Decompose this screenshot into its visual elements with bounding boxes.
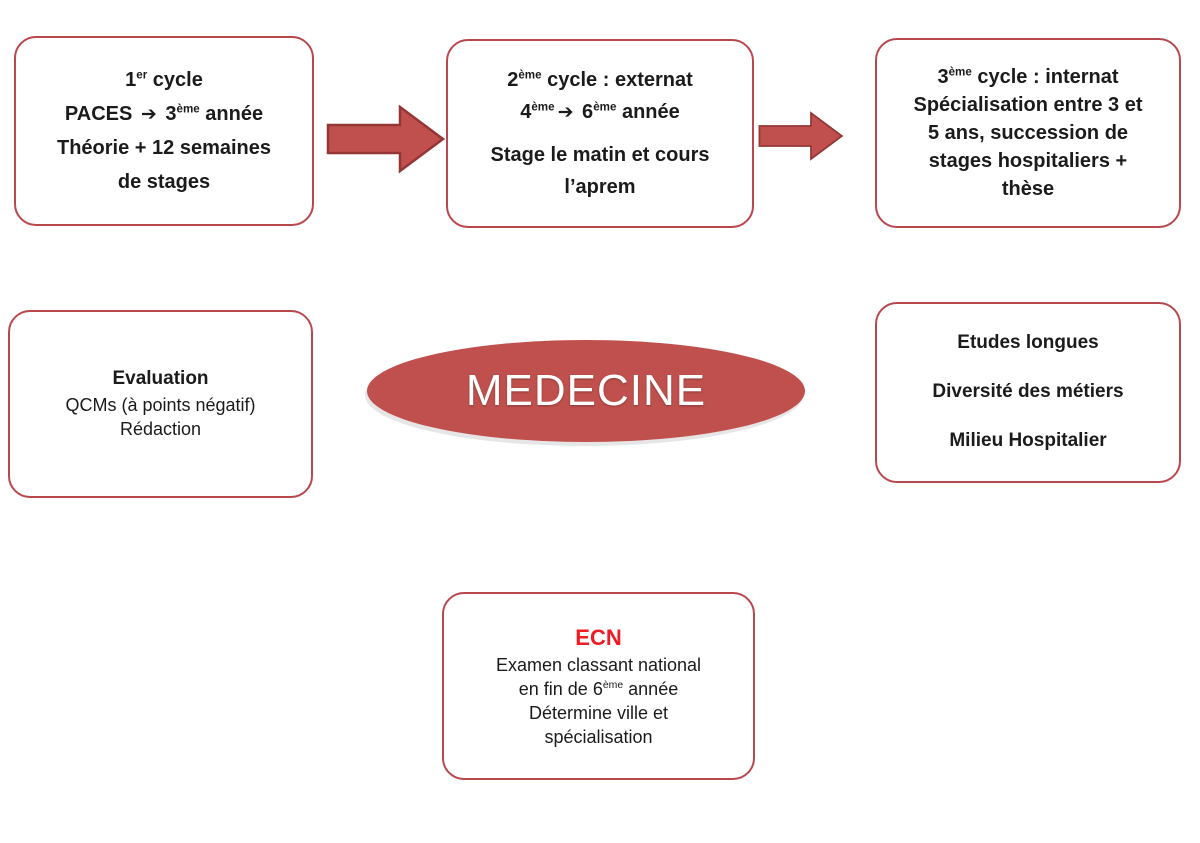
etudes-line-1: Etudes longues — [957, 332, 1099, 354]
cycle-1-line-3: Théorie + 12 semaines — [56, 137, 271, 159]
cycle-2-line-2: 4ème➔ 6ème année — [520, 100, 680, 123]
node-etudes[interactable]: Etudes longues Diversité des métiers Mil… — [875, 302, 1181, 483]
superscript-er: er — [136, 68, 148, 82]
superscript-eme: ème — [176, 102, 200, 116]
cycle-1-line-2: PACES ➔ 3ème année — [64, 102, 264, 125]
cycle-1-line-1: 1er cycle — [125, 68, 203, 91]
superscript-eme: ème — [531, 100, 555, 114]
cycle-3-line-5: thèse — [1001, 178, 1055, 200]
etudes-line-3: Milieu Hospitalier — [949, 429, 1107, 451]
superscript-eme: ème — [518, 68, 542, 82]
evaluation-line-1: QCMs (à points négatif) — [65, 395, 256, 416]
superscript-eme: ème — [602, 679, 624, 691]
cycle-3-line-3: 5 ans, succession de — [927, 122, 1129, 144]
cycle-2-line-4: l’aprem — [564, 176, 636, 198]
node-cycle-3[interactable]: 3ème cycle : internat Spécialisation ent… — [875, 38, 1181, 228]
ecn-line-2: en fin de 6ème année — [518, 678, 679, 699]
right-arrow-icon: ➔ — [557, 101, 574, 123]
node-medecine-ellipse[interactable]: MEDECINE — [364, 339, 808, 447]
node-cycle-2[interactable]: 2ème cycle : externat 4ème➔ 6ème année S… — [446, 39, 754, 228]
right-arrow-icon: ➔ — [140, 103, 157, 125]
evaluation-title: Evaluation — [112, 367, 209, 389]
node-evaluation[interactable]: Evaluation QCMs (à points négatif) Rédac… — [8, 310, 313, 498]
cycle-3-line-1: 3ème cycle : internat — [937, 65, 1119, 88]
ecn-line-1: Examen classant national — [495, 654, 702, 675]
superscript-eme: ème — [593, 100, 617, 114]
arrow-cycle2-to-cycle3-icon — [758, 111, 844, 161]
cycle-1-line-4: de stages — [117, 171, 211, 193]
ellipse-shape — [365, 340, 805, 446]
ecn-line-4: spécialisation — [544, 726, 653, 747]
superscript-eme: ème — [948, 65, 972, 79]
node-cycle-1[interactable]: 1er cycle PACES ➔ 3ème année Théorie + 1… — [14, 36, 314, 226]
cycle-2-line-1: 2ème cycle : externat — [507, 68, 693, 91]
cycle-3-line-2: Spécialisation entre 3 et — [913, 94, 1143, 116]
ecn-title: ECN — [575, 625, 622, 651]
cycle-3-line-4: stages hospitaliers + — [928, 150, 1128, 172]
ecn-line-3: Détermine ville et — [528, 702, 669, 723]
evaluation-line-2: Rédaction — [119, 418, 202, 439]
etudes-line-2: Diversité des métiers — [932, 381, 1124, 403]
node-ecn[interactable]: ECN Examen classant national en fin de 6… — [442, 592, 755, 780]
cycle-2-line-3: Stage le matin et cours — [490, 144, 710, 166]
arrow-cycle1-to-cycle2-icon — [326, 104, 446, 174]
